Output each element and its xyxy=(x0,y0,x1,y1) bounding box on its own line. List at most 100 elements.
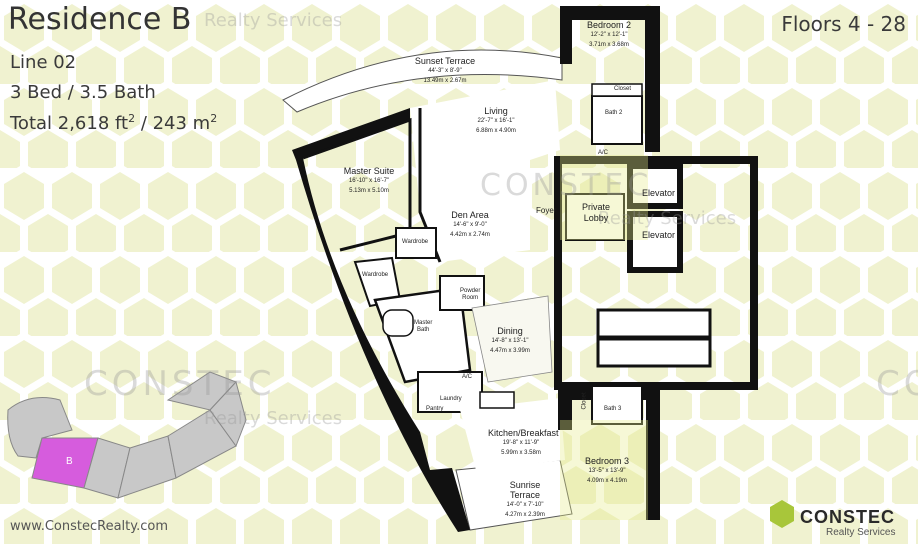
room-kitchen-name: Kitchen/Breakfast xyxy=(488,428,559,438)
room-master-suite: Master Suite 16'-10" x 16'-7" 5.13m x 5.… xyxy=(340,166,398,196)
room-bedroom-2: Bedroom 2 12'-2" x 12'-1" 3.71m x 3.68m xyxy=(584,20,634,50)
highlight-2 xyxy=(560,420,648,520)
label-room: Room xyxy=(462,295,479,301)
website-url: www.ConstecRealty.com xyxy=(10,519,168,534)
sup-m: 2 xyxy=(210,112,218,125)
laundry-room xyxy=(417,371,483,413)
kitchen-counter xyxy=(479,391,515,409)
unit-line: Line 02 xyxy=(10,52,77,73)
room-dining-m: 4.47m x 3.99m xyxy=(490,348,530,354)
room-kitchen-m: 5.99m x 3.58m xyxy=(501,450,541,456)
bed-bath-count: 3 Bed / 3.5 Bath xyxy=(10,82,156,103)
room-den-area-ft: 14'-6" x 9'-0" xyxy=(453,222,487,228)
label-powder-room: Powder Room xyxy=(460,288,480,302)
room-sunset-terrace-ft: 44'-3" x 8'-9" xyxy=(428,68,462,74)
sup-ft: 2 xyxy=(128,112,136,125)
label-bath-2: Bath 2 xyxy=(605,110,623,116)
room-living-ft: 22'-7" x 16'-1" xyxy=(477,118,515,124)
label-lobby: Lobby xyxy=(583,213,609,223)
label-closet-2: Closet xyxy=(614,86,632,92)
logo-subtitle: Realty Services xyxy=(826,527,896,538)
label-private-lobby: Private Lobby xyxy=(572,202,620,224)
key-plan-unit-label: B xyxy=(66,456,73,467)
room-den-area-m: 4.42m x 2.74m xyxy=(450,232,490,238)
kitchen-area xyxy=(460,398,565,470)
room-bedroom-3-name: Bedroom 3 xyxy=(584,456,630,466)
elevator-2 xyxy=(627,211,683,273)
label-bath-3: Bath 3 xyxy=(604,406,622,412)
lobby-box xyxy=(565,193,625,241)
label-powder: Powder xyxy=(460,288,481,294)
elevator-1 xyxy=(627,163,683,209)
room-bedroom-2-name: Bedroom 2 xyxy=(586,20,632,30)
room-bedroom-2-ft: 12'-2" x 12'-1" xyxy=(590,32,628,38)
sunset-terrace-outline xyxy=(282,49,563,113)
dining-area xyxy=(471,295,553,383)
total-area: Total 2,618 ft2 / 243 m2 xyxy=(10,112,217,134)
label-elevator-2: Elevator xyxy=(642,230,676,240)
page-title: Residence B xyxy=(8,2,192,37)
room-bedroom-3: Bedroom 3 13'-5" x 13'-9" 4.09m x 4.19m xyxy=(580,456,634,486)
bath-2-room xyxy=(591,95,643,145)
room-kitchen: Kitchen/Breakfast 19'-8" x 11'-9" 5.99m … xyxy=(488,428,559,458)
room-sunset-terrace-name: Sunset Terrace xyxy=(414,56,476,66)
label-laundry: Laundry xyxy=(440,396,462,402)
watermark-constec-2: CONSTEC xyxy=(480,168,653,203)
room-sunset-terrace: Sunset Terrace 44'-3" x 8'-9" 13.49m x 2… xyxy=(412,56,478,86)
room-bedroom-3-ft: 13'-5" x 13'-9" xyxy=(588,468,626,474)
room-sunrise-terrace-m: 4.27m x 2.39m xyxy=(505,512,545,518)
logo-name: CONSTEC xyxy=(800,507,896,527)
room-den-area: Den Area 14'-6" x 9'-0" 4.42m x 2.74m xyxy=(444,210,496,240)
label-wardrobe-1: Wardrobe xyxy=(402,239,429,245)
room-den-area-name: Den Area xyxy=(451,210,489,220)
room-living-m: 6.88m x 4.90m xyxy=(476,128,516,134)
room-master-suite-m: 5.13m x 5.10m xyxy=(349,188,389,194)
wardrobe-1 xyxy=(395,227,437,259)
label-bath: Bath xyxy=(417,327,430,333)
bathtub xyxy=(382,309,414,337)
room-dining-name: Dining xyxy=(497,326,523,336)
room-master-suite-name: Master Suite xyxy=(343,166,395,176)
west-wall xyxy=(292,108,470,532)
label-wardrobe-2: Wardrobe xyxy=(362,272,389,278)
room-bedroom-3-m: 4.09m x 4.19m xyxy=(587,478,627,484)
floors-range: Floors 4 - 28 xyxy=(781,12,906,36)
label-foyer: Foyer xyxy=(536,206,557,215)
room-sunrise-terrace-ft: 14'-0" x 7'-10" xyxy=(506,502,544,508)
room-master-suite-ft: 16'-10" x 16'-7" xyxy=(348,178,390,184)
label-ac-2: A/C xyxy=(462,374,473,380)
room-sunrise-terrace: Sunrise Terrace 14'-0" x 7'-10" 4.27m x … xyxy=(494,480,556,520)
label-closet-3: Closet xyxy=(581,392,588,410)
living-den-area xyxy=(410,80,560,262)
watermark-constec-1: CONSTEC xyxy=(84,364,276,404)
room-living-name: Living xyxy=(484,106,508,116)
label-master: Master xyxy=(414,320,433,326)
highlight-1 xyxy=(560,155,648,240)
label-ac-1: A/C xyxy=(598,150,609,156)
bedroom-2-walls xyxy=(560,6,660,152)
label-elevator-1: Elevator xyxy=(642,188,676,198)
label-pantry: Pantry xyxy=(426,406,444,412)
powder-room xyxy=(439,275,485,311)
watermark-realty-1: Realty Services xyxy=(204,10,343,31)
room-sunset-terrace-m: 13.49m x 2.67m xyxy=(423,78,467,84)
room-kitchen-ft: 19'-8" x 11'-9" xyxy=(502,440,540,446)
watermark-realty-3: Realty Services xyxy=(598,208,737,229)
room-living: Living 22'-7" x 16'-1" 6.88m x 4.90m xyxy=(470,106,522,136)
label-private: Private xyxy=(581,202,610,212)
logo-mark-icon xyxy=(770,500,794,528)
bedroom-3-walls xyxy=(558,386,660,520)
total-area-ft: Total 2,618 ft xyxy=(10,113,129,134)
watermark-realty-2: Realty Services xyxy=(204,408,343,429)
key-plan xyxy=(7,371,247,499)
room-bedroom-2-m: 3.71m x 3.68m xyxy=(589,42,629,48)
watermark-constec-3: CONSTEC xyxy=(876,364,918,404)
label-master-bath: Master Bath xyxy=(414,320,432,334)
bath-3-room xyxy=(591,385,643,425)
closet-2 xyxy=(591,83,643,97)
total-area-m: / 243 m xyxy=(135,113,211,134)
room-dining: Dining 14'-8" x 13'-1" 4.47m x 3.99m xyxy=(484,326,536,356)
room-dining-ft: 14'-8" x 13'-1" xyxy=(491,338,529,344)
